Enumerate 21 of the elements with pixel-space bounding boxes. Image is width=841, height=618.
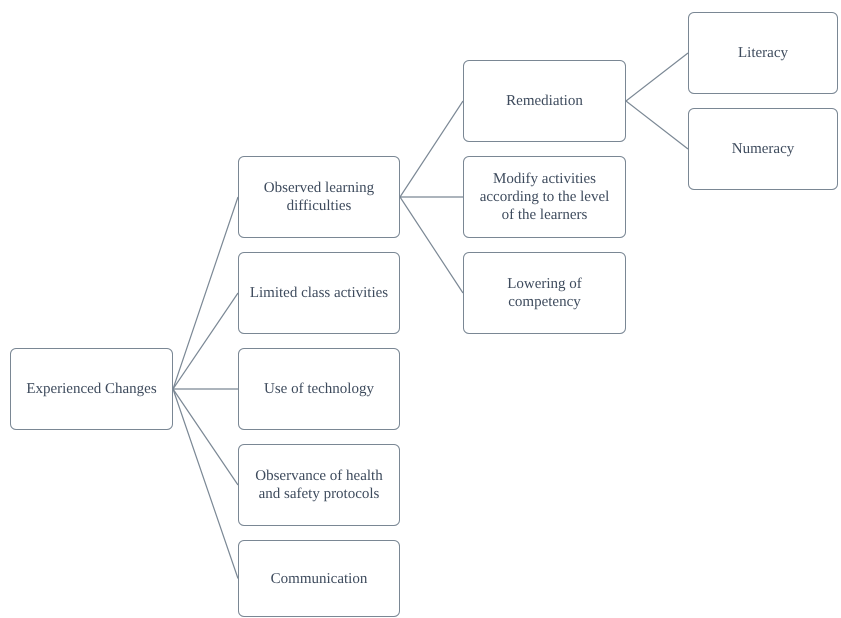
- text-box: Limited class activities: [238, 252, 400, 334]
- text-box: Observance of health and safety protocols: [238, 444, 400, 526]
- text-box: Lowering of competency: [463, 252, 626, 334]
- text-box: Numeracy: [688, 108, 838, 190]
- connector-line: [172, 388, 239, 579]
- connector-line: [400, 100, 464, 198]
- text-box: Remediation: [463, 60, 626, 142]
- text-box: Use of technology: [238, 348, 400, 430]
- text-box: Communication: [238, 540, 400, 617]
- text-box: Modify activities according to the level of the learners: [463, 156, 626, 238]
- connector-line: [172, 196, 239, 390]
- text-box: Literacy: [688, 12, 838, 94]
- connector-line: [626, 52, 688, 102]
- connector-line: [172, 292, 238, 390]
- connector-line: [626, 100, 688, 150]
- connector-line: [400, 196, 464, 294]
- connector-line: [173, 388, 238, 390]
- connector-line: [172, 388, 238, 486]
- text-box: Observed learning difficulties: [238, 156, 400, 238]
- connector-line: [400, 196, 463, 198]
- text-box: Experienced Changes: [10, 348, 173, 430]
